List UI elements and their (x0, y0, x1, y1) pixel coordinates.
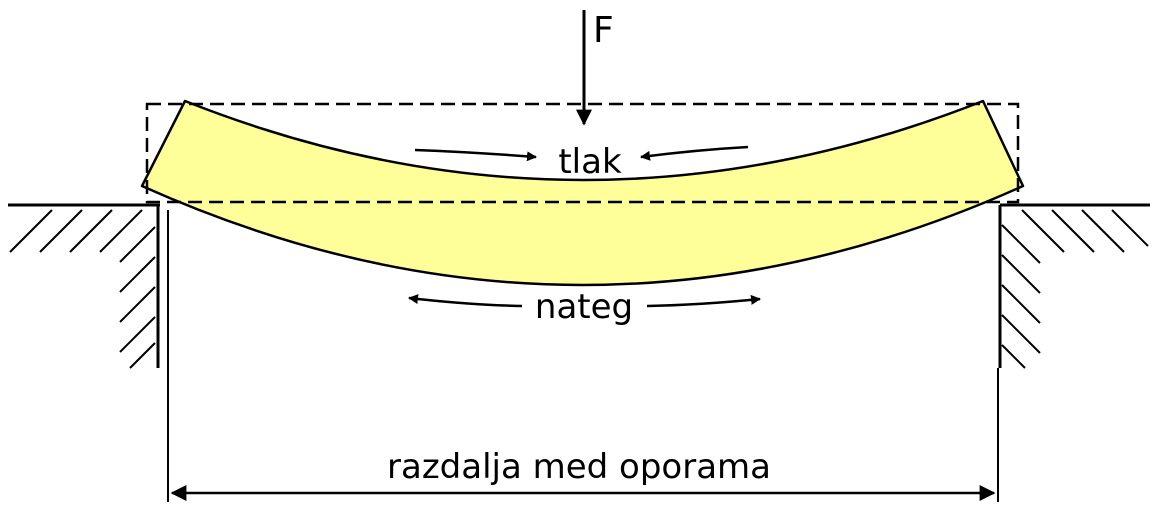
compression-arrows (414, 145, 749, 162)
right-support-hatching (1001, 209, 1149, 369)
compression-label: tlak (558, 142, 622, 182)
span-dimension (167, 210, 999, 502)
tension-label: nateg (535, 287, 633, 327)
left-support (8, 203, 160, 369)
tension-arrows (408, 294, 761, 308)
bent-beam (140, 99, 1025, 287)
force-label: F (593, 10, 614, 51)
right-support (998, 203, 1150, 369)
span-label: razdalja med oporama (387, 447, 771, 487)
left-support-hatching (9, 209, 156, 369)
